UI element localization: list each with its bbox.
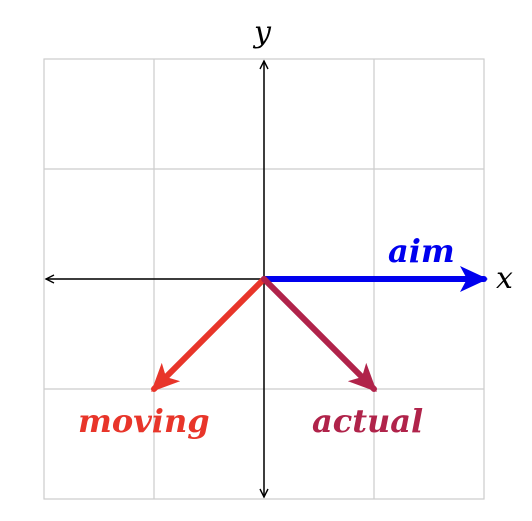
actual-vector-label: actual: [312, 402, 423, 440]
moving-vector-label: moving: [78, 402, 210, 440]
moving-vector-arrow: [151, 276, 267, 392]
actual-vector-arrow: [261, 276, 377, 392]
aim-vector-label: aim: [388, 232, 455, 270]
y-axis-label: y: [252, 15, 272, 50]
vectors: [151, 266, 488, 392]
x-axis-label: x: [496, 261, 513, 296]
